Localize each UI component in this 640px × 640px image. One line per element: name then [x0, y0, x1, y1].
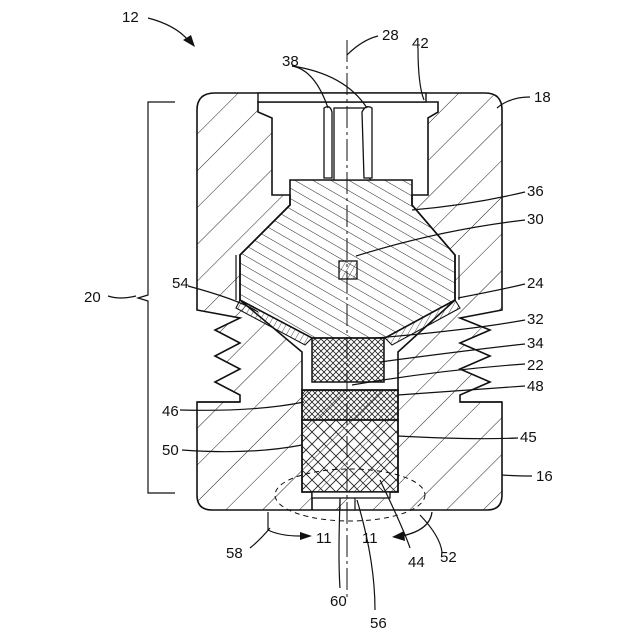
- label-16: 16: [536, 468, 553, 485]
- section-arrows: [268, 512, 432, 541]
- label-28: 28: [382, 27, 399, 44]
- label-52: 52: [440, 549, 457, 566]
- label-36: 36: [527, 183, 544, 200]
- label-46: 46: [162, 403, 179, 420]
- seal-element: [312, 338, 384, 382]
- label-24: 24: [527, 275, 544, 292]
- label-20: 20: [84, 289, 101, 306]
- label-34: 34: [527, 335, 544, 352]
- label-38: 38: [282, 53, 299, 70]
- label-11-left: 11: [316, 530, 332, 547]
- label-54: 54: [172, 275, 189, 292]
- label-32: 32: [527, 311, 544, 328]
- label-45: 45: [520, 429, 537, 446]
- label-30: 30: [527, 211, 544, 228]
- label-48: 48: [527, 378, 544, 395]
- label-42: 42: [412, 35, 429, 52]
- bracket-20: [138, 102, 175, 493]
- label-44: 44: [408, 554, 425, 571]
- label-60: 60: [330, 593, 347, 610]
- label-18: 18: [534, 89, 551, 106]
- label-12: 12: [122, 9, 139, 26]
- label-22: 22: [527, 357, 544, 374]
- label-58: 58: [226, 545, 243, 562]
- label-56: 56: [370, 615, 387, 632]
- filter-upper: [302, 390, 398, 420]
- label-50: 50: [162, 442, 179, 459]
- filter-lower: [302, 420, 398, 492]
- label-11-right: 11: [362, 530, 378, 547]
